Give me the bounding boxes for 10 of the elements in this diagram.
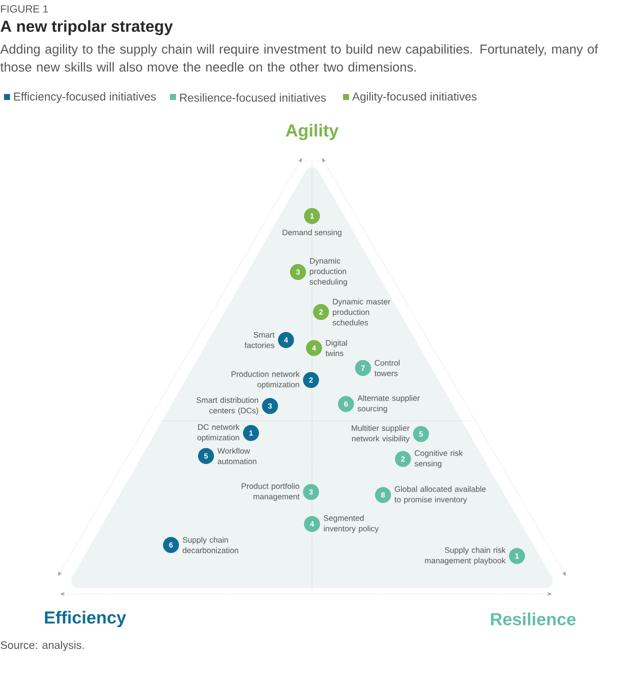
title: A new tripolar strategy [0,20,173,36]
axis-label: Agility [286,124,339,140]
legend-label: Resilience-focused initiatives [180,93,326,102]
subtitle: Adding agility to the supply chain will require investment to build new capabilities. Fortunately, many of those new skills will also move the needle on the other two dimensions. [0,44,598,72]
axis-label: Efficiency [45,610,126,628]
axis-label: Resilience [491,612,576,626]
legend-label: Agility-focused initiatives [352,92,477,103]
legend-label: Efficiency-focused initiatives [14,92,156,103]
figure-label: FIGURE 1 [1,5,48,13]
source-note: Source: analysis. [0,640,84,652]
